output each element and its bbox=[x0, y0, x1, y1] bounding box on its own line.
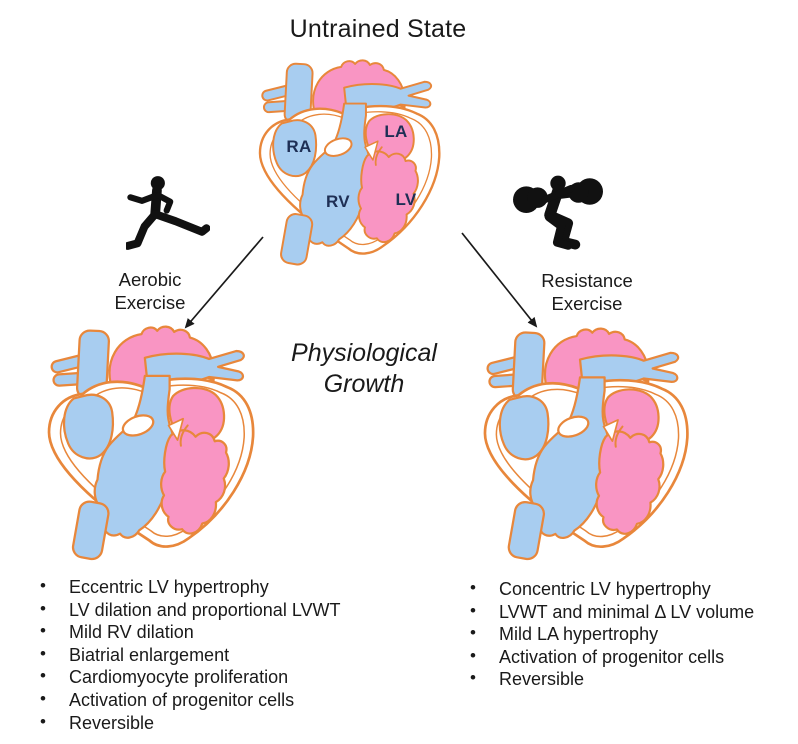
resistance-exercise-label: Resistance Exercise bbox=[541, 270, 633, 314]
heart-illustration bbox=[483, 327, 689, 562]
resistance-heart-diagram bbox=[476, 326, 722, 563]
chamber-label-rv: RV bbox=[326, 192, 350, 211]
runner-icon bbox=[123, 172, 211, 258]
chamber-label-ra: RA bbox=[286, 137, 312, 156]
resistance-effect-item: Activation of progenitor cells bbox=[468, 645, 788, 669]
aerobic-effects-list: Eccentric LV hypertrophyLV dilation and … bbox=[38, 575, 418, 735]
resistance-effect-item: Reversible bbox=[468, 667, 788, 691]
chamber-label-la: LA bbox=[384, 122, 408, 141]
resistance-effects-list: Concentric LV hypertrophyLVWT and minima… bbox=[468, 577, 788, 691]
resistance-effect-item: Concentric LV hypertrophy bbox=[468, 577, 788, 601]
physiological-growth-label: Physiological Growth bbox=[291, 339, 437, 398]
weightlifter-icon bbox=[512, 172, 604, 258]
chamber-label-lv: LV bbox=[395, 190, 417, 209]
aerobic-effect-item: Reversible bbox=[38, 711, 418, 735]
aerobic-effect-item: LV dilation and proportional LVWT bbox=[38, 598, 418, 622]
aerobic-effect-item: Cardiomyocyte proliferation bbox=[38, 665, 418, 689]
heart-illustration bbox=[258, 59, 441, 268]
aerobic-effect-item: Eccentric LV hypertrophy bbox=[38, 575, 418, 599]
resistance-effect-item: Mild LA hypertrophy bbox=[468, 622, 788, 646]
resistance-effect-item: LVWT and minimal Δ LV volume bbox=[468, 600, 788, 624]
heart-illustration bbox=[47, 325, 255, 562]
untrained-heart-diagram: RA LA RV LV bbox=[252, 58, 470, 268]
aerobic-heart-diagram bbox=[40, 324, 288, 563]
aerobic-effect-item: Activation of progenitor cells bbox=[38, 688, 418, 712]
aerobic-effect-item: Mild RV dilation bbox=[38, 620, 418, 644]
aerobic-exercise-label: Aerobic Exercise bbox=[114, 269, 186, 313]
page-title: Untrained State bbox=[289, 15, 467, 43]
aerobic-effect-item: Biatrial enlargement bbox=[38, 643, 418, 667]
